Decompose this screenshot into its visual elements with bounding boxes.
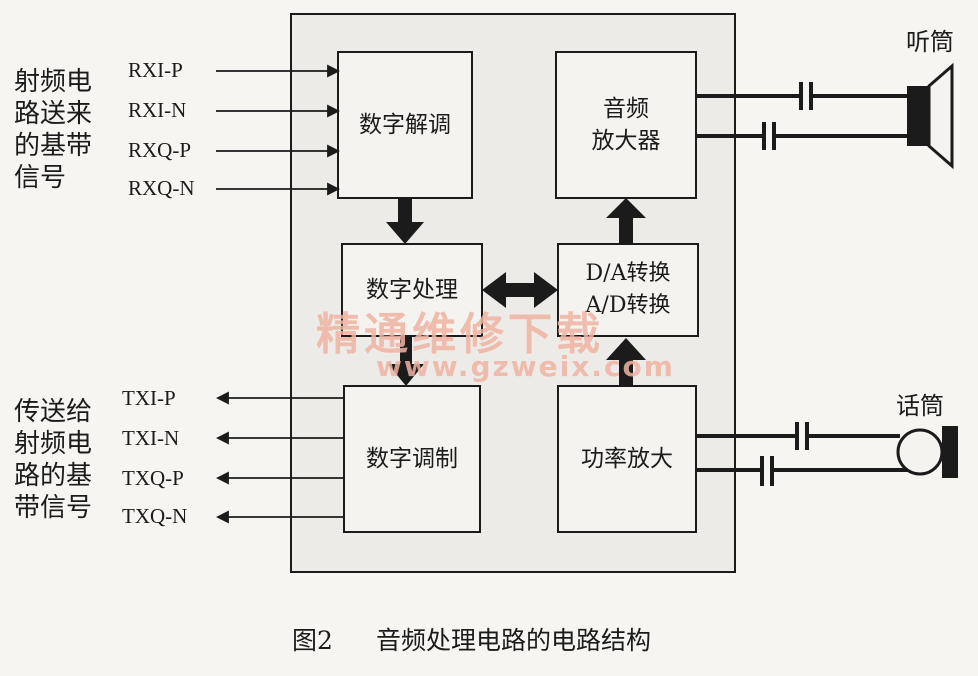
- microphone-icon: [896, 426, 958, 478]
- input-arrows: [216, 64, 341, 196]
- demod-label: 数字解调: [359, 112, 451, 138]
- output-signal-label: TXI-N: [122, 426, 180, 450]
- figure-caption: 音频处理电路的电路结构: [376, 626, 652, 655]
- input-signal-label: RXI-N: [128, 98, 187, 122]
- microphone-label: 话筒: [896, 392, 944, 420]
- mod-block: [343, 385, 481, 533]
- power-amp-block: [557, 385, 697, 533]
- audio-amp-block: [555, 51, 697, 199]
- output-group-label: 传送给射频电路的基带信号: [14, 397, 93, 523]
- input-signal-label: RXQ-N: [128, 176, 195, 200]
- power-amp-label: 功率放大: [581, 446, 673, 472]
- arrow-process-da-bidirectional: [482, 272, 558, 308]
- output-signal-label: TXQ-P: [122, 466, 184, 490]
- demod-block: [337, 51, 473, 199]
- arrow-demod-to-process: [386, 198, 424, 244]
- microphone-wiring: [696, 422, 918, 486]
- audio-amp-label: 音频放大器: [591, 96, 661, 154]
- input-signal-label: RXQ-P: [128, 138, 192, 162]
- output-signal-label: TXQ-N: [122, 504, 188, 528]
- arrow-process-to-mod: [388, 336, 424, 386]
- arrow-da-to-audio: [606, 198, 646, 244]
- input-group-label: 射频电路送来的基带信号: [14, 67, 93, 193]
- da-ad-block: [557, 243, 699, 337]
- arrow-power-to-ad: [606, 338, 646, 386]
- input-signal-label: RXI-P: [128, 58, 183, 82]
- earpiece-label: 听筒: [906, 28, 954, 56]
- figure-number: 图2: [292, 626, 333, 655]
- process-label: 数字处理: [366, 277, 458, 303]
- earpiece-speaker-icon: [907, 62, 954, 170]
- earpiece-wiring: [696, 82, 908, 150]
- watermark-text: 精通维修下载: [316, 309, 604, 360]
- watermark-url: www.gzweix.com: [376, 350, 675, 383]
- output-signal-label: TXI-P: [122, 386, 176, 410]
- mod-label: 数字调制: [366, 446, 458, 472]
- output-arrows: [215, 391, 344, 524]
